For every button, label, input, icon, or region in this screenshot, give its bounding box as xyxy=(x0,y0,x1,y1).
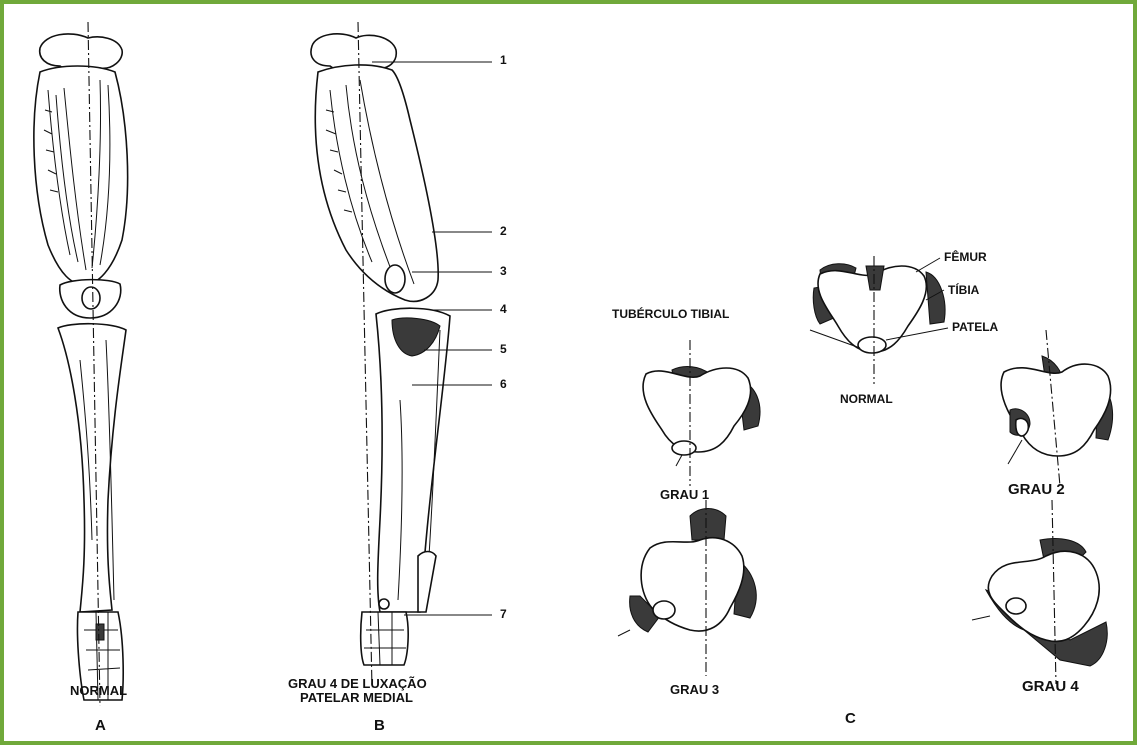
label-grau-1: GRAU 1 xyxy=(660,487,709,502)
panel-b-caption-line2: PATELAR MEDIAL xyxy=(300,690,413,705)
panel-b-limb-drawing xyxy=(311,22,492,688)
label-tibia: TÍBIA xyxy=(948,283,979,297)
label-grau-3: GRAU 3 xyxy=(670,682,719,697)
section-grau-4 xyxy=(972,500,1107,684)
panel-a-letter: A xyxy=(95,717,106,734)
callout-1: 1 xyxy=(500,53,507,67)
panel-a-limb-drawing xyxy=(34,22,128,706)
callout-3: 3 xyxy=(500,264,507,278)
panel-b-caption-line1: GRAU 4 DE LUXAÇÃO xyxy=(288,676,427,691)
callout-2: 2 xyxy=(500,224,507,238)
section-grau-2 xyxy=(1001,330,1113,486)
label-tuberculo-tibial: TUBÉRCULO TIBIAL xyxy=(612,307,729,321)
section-normal xyxy=(810,256,948,384)
panel-b-letter: B xyxy=(374,717,385,734)
panel-c-letter: C xyxy=(845,710,856,727)
callout-5: 5 xyxy=(500,342,507,356)
callout-7: 7 xyxy=(500,607,507,621)
label-grau-4: GRAU 4 xyxy=(1022,678,1079,695)
label-normal-section: NORMAL xyxy=(840,392,893,406)
label-femur: FÊMUR xyxy=(944,250,987,264)
label-patela: PATELA xyxy=(952,320,998,334)
section-grau-1 xyxy=(643,340,760,486)
callout-6: 6 xyxy=(500,377,507,391)
callout-4: 4 xyxy=(500,302,507,316)
section-grau-3 xyxy=(618,500,756,676)
panel-a-caption: NORMAL xyxy=(70,683,127,698)
label-grau-2: GRAU 2 xyxy=(1008,481,1065,498)
